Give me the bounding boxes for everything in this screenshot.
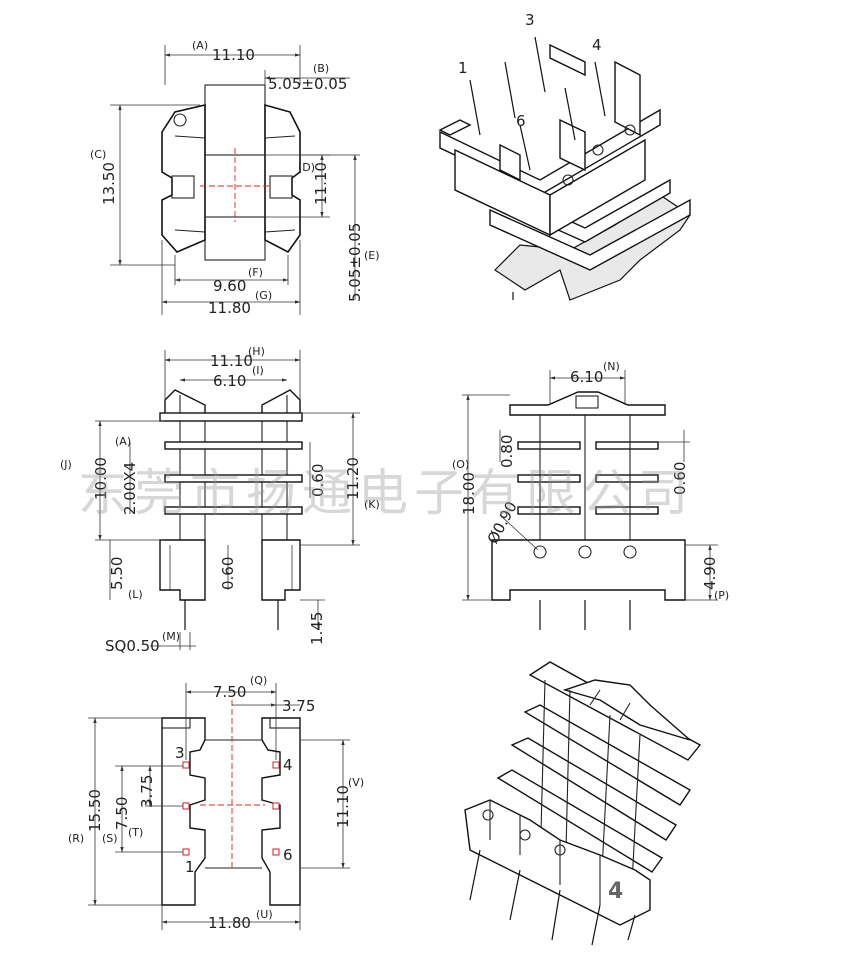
dim-b-label: (B): [313, 62, 329, 75]
dim-side-060-value: 0.60: [671, 462, 689, 495]
dim-080-value: 0.80: [498, 435, 516, 468]
dim-m-label: (M): [162, 630, 180, 643]
iso-pin-3-label: 3: [525, 11, 535, 29]
dim-j-value: 10.00: [92, 457, 110, 500]
dim-i-value: 6.10: [213, 372, 246, 390]
dim-n-label: (N): [603, 360, 620, 373]
dim-o-label: (O): [452, 458, 469, 471]
top-view: (A) 11.10 (B) 5.05±0.05 (C) 13.50 (D) 11…: [90, 39, 380, 317]
dim-t-value: 3.75: [138, 775, 156, 808]
iso-pin-4-label: 4: [592, 36, 602, 54]
dim-a-label: (A): [192, 39, 208, 52]
dim-d-label: (D): [298, 161, 315, 174]
dim-q-label: (Q): [250, 674, 267, 687]
dim-h-value: 11.10: [210, 352, 253, 370]
dim-a-value: 11.10: [212, 46, 255, 64]
dim-r-value: 15.50: [86, 789, 104, 832]
dim-g-label: (G): [255, 289, 272, 302]
bottom-view: 3 4 1 6 (Q) 7.50 3.75 (R) 15.50 (S) 7.50…: [68, 674, 364, 932]
dim-k-060-value: 0.60: [309, 464, 327, 497]
dim-f-value: 9.60: [213, 277, 246, 295]
dim-o-value: 18.00: [460, 472, 478, 515]
iso-bottom-pin-label: 4: [608, 879, 623, 904]
dim-b-value: 5.05±0.05: [268, 75, 347, 93]
dim-q2-value: 3.75: [282, 697, 315, 715]
dim-l-value: 5.50: [108, 557, 126, 590]
dim-a2-value: 2.00X4: [121, 462, 139, 515]
dim-u-label: (U): [256, 908, 273, 921]
dim-e-label: (E): [364, 249, 380, 262]
dim-m-value: SQ0.50: [105, 637, 160, 655]
dim-l-060-value: 0.60: [219, 557, 237, 590]
bottom-pin-4-label: 4: [283, 756, 293, 774]
dim-v-value: 11.10: [334, 785, 352, 828]
isometric-bottom-view: 4: [464, 661, 702, 946]
bottom-pin-6-label: 6: [283, 846, 293, 864]
iso-pin-1-label: 1: [458, 59, 468, 77]
dim-i-label: (I): [252, 364, 264, 377]
dim-s-value: 7.50: [113, 797, 131, 830]
isometric-top-view: 1 3 4 6: [438, 11, 691, 301]
dim-c-value: 13.50: [100, 162, 118, 205]
dim-k-label: (K): [364, 498, 380, 511]
bottom-pin-3-label: 3: [175, 744, 185, 762]
dim-s-label: (S): [102, 832, 118, 845]
dim-d-value: 11.10: [312, 162, 330, 205]
dim-u-value: 11.80: [208, 914, 251, 932]
dim-e-value: 5.05±0.05: [346, 223, 364, 302]
dim-v-label: (V): [348, 776, 364, 789]
dim-f-label: (F): [248, 266, 263, 279]
company-watermark: 东莞市扬通电子有限公司: [78, 464, 694, 522]
dim-g-value: 11.80: [208, 299, 251, 317]
dim-p-value: 4.90: [701, 557, 719, 590]
dim-h-label: (H): [248, 345, 265, 358]
dim-a2-label: (A): [115, 435, 131, 448]
bottom-pin-1-label: 1: [185, 858, 195, 876]
dim-l-label: (L): [128, 588, 143, 601]
dim-j-label: (J): [60, 458, 72, 471]
iso-pin-6-label: 6: [516, 112, 526, 130]
dim-p-label: (P): [714, 589, 729, 602]
dim-q-value: 7.50: [213, 683, 246, 701]
dim-k-value: 11.20: [344, 457, 362, 500]
dim-t-label: (T): [128, 826, 143, 839]
dim-r-label: (R): [68, 832, 84, 845]
dim-n-value: 6.10: [570, 368, 603, 386]
front-view: (H) 11.10 (I) 6.10 (J) 10.00 (A) 2.00X4 …: [60, 345, 380, 655]
dim-c-label: (C): [90, 148, 106, 161]
dim-145-value: 1.45: [308, 612, 326, 645]
